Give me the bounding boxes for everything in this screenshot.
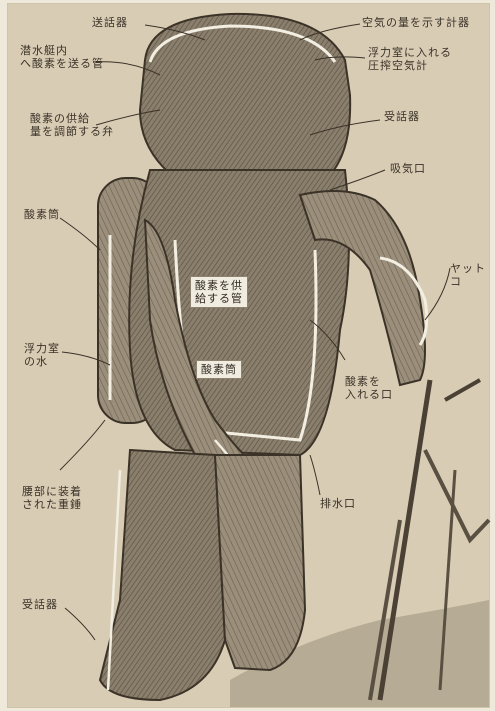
label-oxygen-breath-tube: 酸素を供 給する管 — [190, 276, 248, 308]
branch-1 — [445, 380, 480, 400]
branch-2 — [425, 450, 489, 540]
label-oxygen-tank-center: 酸素筒 — [196, 360, 242, 379]
label-exhaust-port: 吸気口 — [390, 162, 426, 175]
label-receiver-foot: 受話器 — [22, 598, 58, 611]
label-float-chamber-water: 浮力室 の水 — [24, 342, 60, 368]
label-speaker-top: 送話器 — [92, 16, 128, 29]
label-receiver-right: 受話器 — [384, 110, 420, 123]
label-oxygen-supply-adjust: 酸素の供給 量を調節する弁 — [30, 112, 114, 138]
label-oxygen-inlet: 酸素を 入れる口 — [345, 375, 393, 401]
label-inner-tube: 潜水艇内 へ酸素を送る管 — [20, 44, 104, 70]
label-float-pressure-gauge: 浮力室に入れる 圧搾空気計 — [368, 46, 452, 72]
label-yatoko: ヤットコ — [450, 262, 495, 288]
label-air-gauge: 空気の量を示す計器 — [362, 16, 470, 29]
label-oxygen-tank: 酸素筒 — [24, 208, 60, 221]
label-waist-ballast: 腰部に装着 された重錘 — [22, 485, 82, 511]
right-leg — [215, 455, 305, 670]
label-drain-port: 排水口 — [320, 497, 356, 510]
